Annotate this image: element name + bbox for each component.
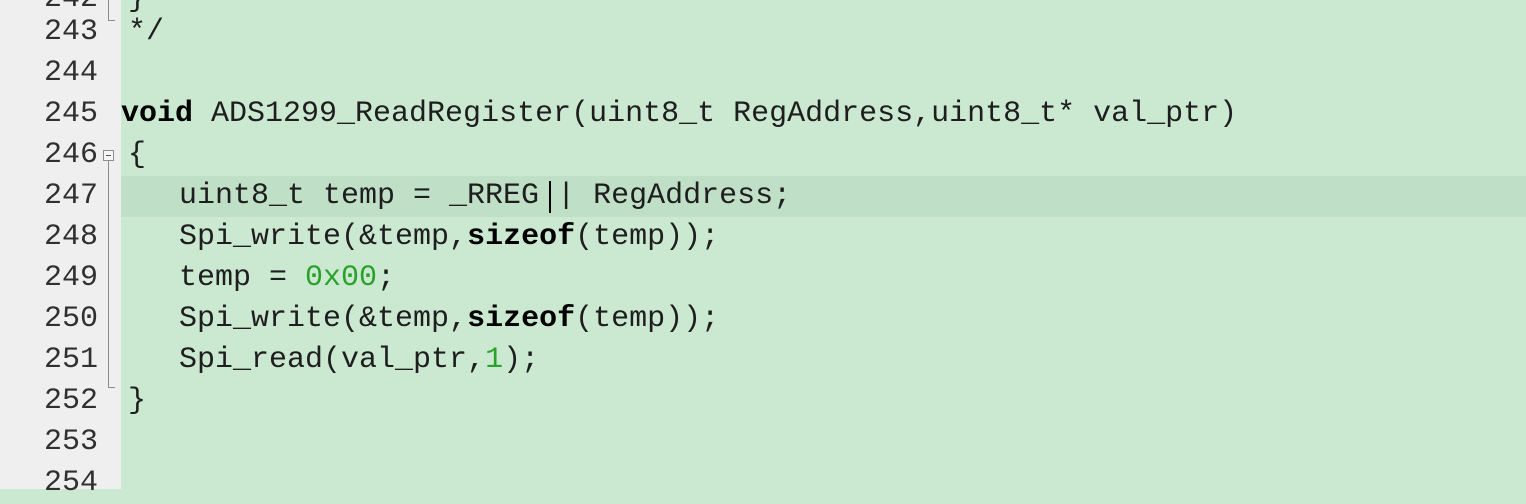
keyword: sizeof — [467, 220, 576, 254]
code-line-247-current[interactable]: uint8_t temp = _RREG | RegAddress; — [121, 176, 1526, 217]
line-number: 251 — [43, 343, 98, 377]
code-line-243[interactable]: */ — [121, 12, 1526, 53]
line-number: 245 — [43, 97, 98, 131]
line-number: 248 — [43, 220, 98, 254]
line-number: 249 — [43, 261, 98, 295]
fold-guide-line — [108, 161, 109, 387]
code-text: Spi_write(&temp, — [143, 220, 468, 254]
code-editor[interactable]: } */ void ADS1299_ReadRegister(uint8_t R… — [121, 0, 1526, 489]
code-line-242[interactable]: } — [121, 0, 1526, 20]
fold-collapse-icon[interactable] — [103, 150, 114, 161]
code-text: } — [121, 0, 146, 16]
code-text: */ — [128, 15, 165, 49]
code-text: ADS1299_ReadRegister(uint8_t RegAddress,… — [193, 97, 1238, 131]
code-text: { — [128, 138, 147, 172]
line-number: 243 — [43, 15, 98, 49]
code-text: uint8_t temp = _RREG | — [143, 179, 594, 213]
code-text: (temp)); — [575, 220, 720, 254]
code-line-252[interactable]: } — [121, 381, 1526, 422]
line-number: 247 — [43, 179, 98, 213]
number-literal: 0x00 — [305, 261, 378, 295]
text-caret — [549, 181, 551, 213]
line-number: 242 — [0, 0, 98, 20]
code-line-245[interactable]: void ADS1299_ReadRegister(uint8_t RegAdd… — [121, 94, 1526, 135]
keyword: sizeof — [467, 302, 576, 336]
line-number: 254 — [43, 466, 98, 500]
line-number-gutter[interactable]: 242 243 244 245 246 247 248 249 250 251 … — [0, 0, 121, 500]
code-text: Spi_read(val_ptr, — [143, 343, 486, 377]
fold-end-marker — [108, 387, 115, 388]
line-number: 246 — [43, 138, 98, 172]
code-line-249[interactable]: temp = 0x00; — [121, 258, 1526, 299]
line-number: 252 — [43, 384, 98, 418]
line-number: 253 — [43, 425, 98, 459]
code-line-250[interactable]: Spi_write(&temp,sizeof(temp)); — [121, 299, 1526, 340]
code-text: (temp)); — [575, 302, 720, 336]
code-line-251[interactable]: Spi_read(val_ptr,1); — [121, 340, 1526, 381]
code-line-244[interactable] — [121, 53, 1526, 94]
code-text: ); — [503, 343, 540, 377]
code-line-254[interactable] — [121, 463, 1526, 504]
code-text: temp = — [143, 261, 306, 295]
code-text: ; — [377, 261, 396, 295]
line-number: 244 — [43, 56, 98, 90]
code-line-248[interactable]: Spi_write(&temp,sizeof(temp)); — [121, 217, 1526, 258]
number-literal: 1 — [485, 343, 504, 377]
keyword: void — [121, 97, 194, 131]
code-line-253[interactable] — [121, 422, 1526, 463]
fold-end-marker — [108, 20, 115, 21]
code-text: Spi_write(&temp, — [143, 302, 468, 336]
fold-guide-line — [108, 0, 109, 20]
code-text: } — [128, 384, 147, 418]
line-number: 250 — [43, 302, 98, 336]
code-text: RegAddress; — [593, 179, 792, 213]
code-line-246[interactable]: { — [121, 135, 1526, 176]
